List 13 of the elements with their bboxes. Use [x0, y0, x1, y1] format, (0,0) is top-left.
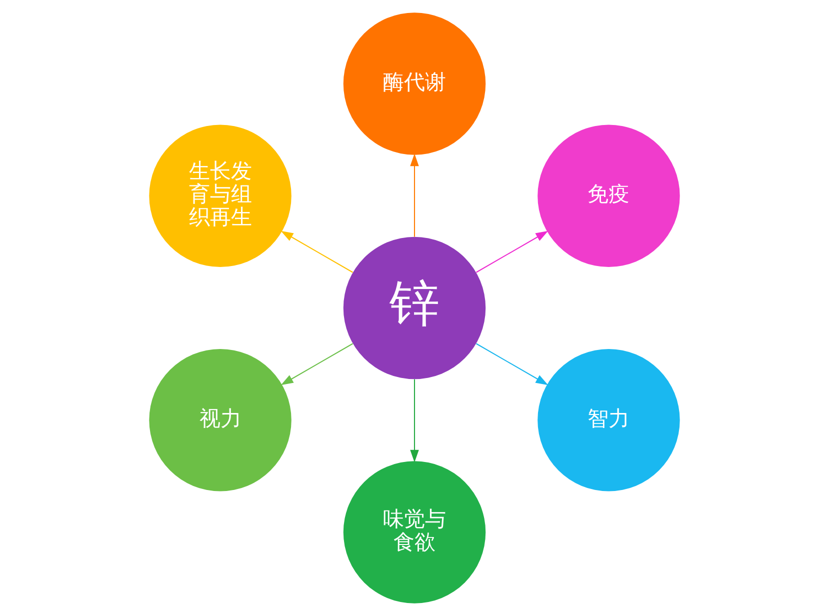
- node-circle: 视力: [149, 349, 292, 492]
- arrow: [476, 230, 548, 273]
- node-circle: 味觉与食欲: [343, 461, 486, 604]
- node-circle: 智力: [538, 349, 680, 492]
- arrow: [280, 230, 354, 273]
- node-circle: 酶代谢: [343, 12, 486, 155]
- node-circle: 锌: [343, 236, 486, 380]
- node-circle: 生长发育与组织再生: [149, 124, 292, 267]
- arrow: [410, 379, 419, 462]
- arrow: [476, 343, 548, 386]
- arrow: [410, 154, 419, 237]
- arrow: [280, 343, 354, 386]
- node-circle: 免疫: [538, 124, 680, 267]
